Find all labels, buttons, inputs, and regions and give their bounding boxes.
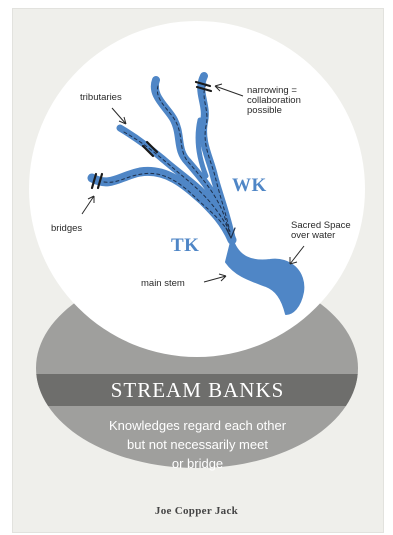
- stream-branch: [195, 117, 209, 179]
- description-line-2: but not necessarily meet: [127, 437, 268, 452]
- arrow-main-stem: [203, 273, 227, 283]
- bridge-mark-mid-b: [145, 140, 159, 154]
- bridge-mark-mid-a: [141, 144, 155, 158]
- flow-line-1: [203, 83, 231, 233]
- bridge-mark-top-a: [194, 80, 212, 88]
- flow-line-4: [103, 172, 231, 235]
- label-narrowing: narrowing = collaboration possible: [247, 86, 301, 116]
- label-bridges: bridges: [51, 223, 83, 234]
- band-title: STREAM BANKS: [110, 378, 285, 402]
- flow-line-3: [123, 131, 231, 233]
- bridge-markers: [90, 80, 213, 190]
- flow-line-2: [156, 85, 231, 233]
- label-main-stem: main stem: [141, 278, 185, 289]
- bridge-mark-left-b: [96, 172, 104, 190]
- arrow-sacred-space: [289, 245, 305, 265]
- annotation-arrows: [81, 83, 305, 283]
- arrow-bridges: [81, 195, 95, 215]
- label-sacred-space: Sacred Space over water: [291, 221, 351, 241]
- bridge-mark-top-b: [195, 85, 213, 93]
- author-credit: Joe Copper Jack: [154, 505, 239, 517]
- label-wk: WK: [232, 175, 267, 196]
- main-stem: [225, 237, 305, 315]
- label-narrowing-line-2: collaboration: [247, 95, 301, 106]
- arrow-narrowing: [214, 83, 244, 97]
- band-description: Knowledges regard each other but not nec…: [80, 416, 315, 473]
- label-tributaries: tributaries: [80, 92, 122, 103]
- bridge-mark-left-a: [90, 172, 98, 190]
- arrow-tributaries: [111, 107, 127, 125]
- description-line-1: Knowledges regard each other: [108, 418, 287, 433]
- stream-top-right: [197, 72, 236, 244]
- flow-arrowhead: [225, 227, 236, 239]
- description-line-3: or bridge: [171, 456, 224, 471]
- label-narrowing-line-3: possible: [247, 105, 282, 116]
- label-tk: TK: [171, 235, 200, 256]
- title-band: [36, 374, 358, 406]
- stream-network: [87, 72, 305, 315]
- label-narrowing-line-1: narrowing =: [247, 85, 297, 96]
- label-sacred-space-line-2: over water: [291, 230, 336, 241]
- label-sacred-space-line-1: Sacred Space: [291, 220, 351, 231]
